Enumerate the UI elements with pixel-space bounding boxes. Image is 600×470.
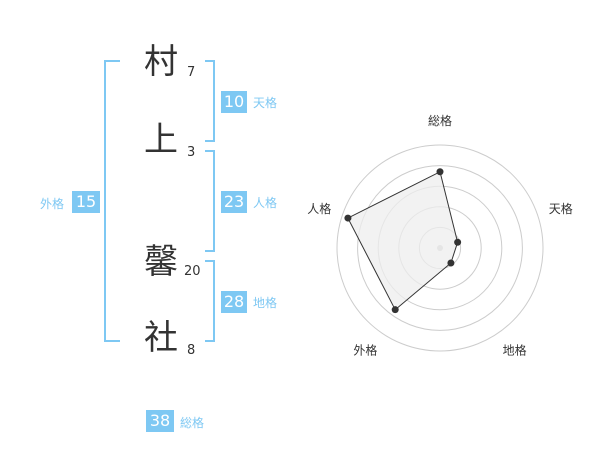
stroke-count-4: 8: [187, 343, 196, 358]
name-char-3: 馨: [144, 242, 178, 282]
stroke-count-2: 3: [187, 145, 196, 160]
radar-points: [344, 168, 462, 314]
gaikaku-bracket: [104, 60, 120, 342]
radar-point-2: [447, 259, 455, 267]
radar-label-4: 人格: [307, 201, 331, 216]
stroke-count-1: 7: [187, 65, 196, 80]
radar-label-0: 総格: [428, 113, 452, 128]
gaikaku-label: 外格: [40, 197, 65, 211]
tenkaku-label: 天格: [253, 96, 278, 110]
radar-point-4: [344, 214, 352, 222]
radar-point-1: [454, 238, 462, 246]
jinkaku-label: 人格: [253, 196, 278, 210]
radar-ring-5: [336, 144, 544, 352]
name-char-4: 社: [144, 318, 178, 358]
gaikaku-value: 15: [72, 191, 100, 213]
tenkaku-value: 10: [221, 91, 247, 113]
radar-polygon: [347, 171, 459, 311]
radar-ring-4: [357, 165, 523, 331]
radar-label-2: 地格: [503, 343, 527, 358]
soukaku-label: 総格: [180, 416, 205, 430]
radar-point-0: [436, 168, 444, 176]
stroke-count-3: 20: [184, 264, 201, 279]
jinkaku-bracket: [205, 150, 215, 252]
chikaku-value: 28: [221, 291, 247, 313]
chikaku-bracket: [205, 260, 215, 342]
tenkaku-bracket: [205, 60, 215, 142]
jinkaku-value: 23: [221, 191, 247, 213]
radar-label-1: 天格: [549, 201, 573, 216]
radar-point-3: [391, 306, 399, 314]
name-char-1: 村: [144, 42, 178, 82]
radar-label-3: 外格: [353, 343, 377, 358]
chikaku-label: 地格: [253, 296, 278, 310]
soukaku-value: 38: [146, 410, 174, 432]
name-char-2: 上: [144, 120, 178, 160]
